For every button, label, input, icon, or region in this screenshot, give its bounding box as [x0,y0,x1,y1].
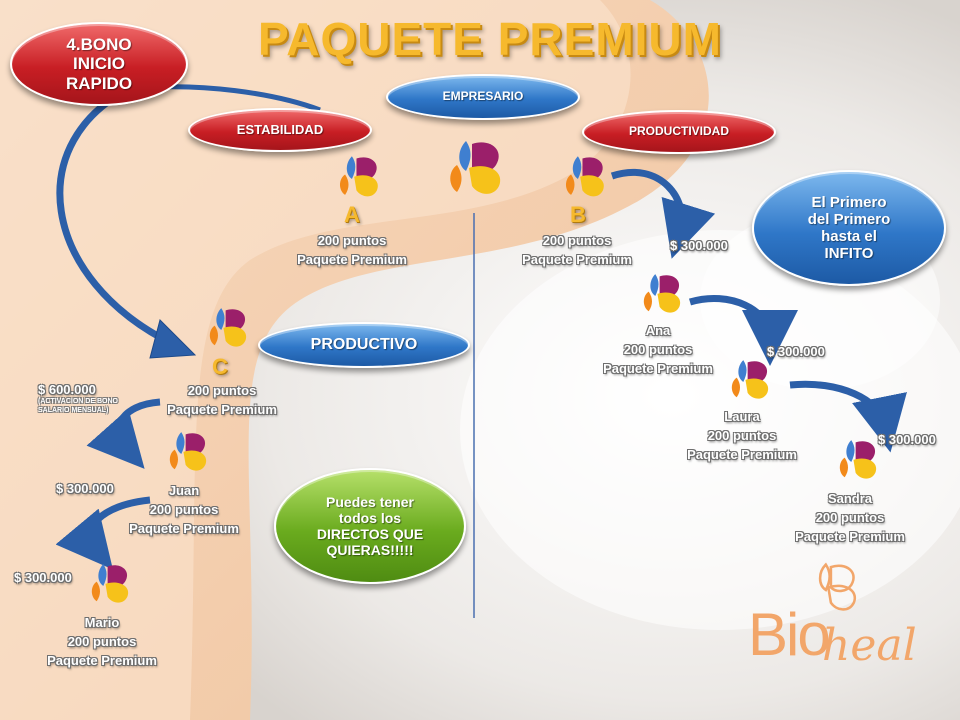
node-sandra-name: Sandra [827,491,873,506]
bono-line-2: INICIO [73,54,125,74]
bioheal-butterfly-icon [818,562,857,611]
node-b-label: 200 puntos Paquete Premium [505,232,649,270]
node-laura-points: 200 puntos [707,427,777,443]
butterfly-logo-icon [643,274,681,313]
amount-c-to-juan: $ 600.000 [38,382,96,397]
butterfly-logo-icon [731,360,769,399]
node-laura-package: Paquete Premium [687,446,797,462]
primero-line-1: El Primero [811,193,887,211]
empresario-pill: EMPRESARIO [386,74,580,120]
node-mario-label: Mario 200 puntos Paquete Premium [30,614,174,671]
node-mario-name: Mario [84,615,120,630]
butterfly-logo-icon [339,156,378,197]
butterfly-logo-icon [209,308,247,347]
node-ana-points: 200 puntos [623,341,693,357]
node-b-package: Paquete Premium [522,251,632,267]
node-ana-package: Paquete Premium [603,360,713,376]
butterfly-logo-icon [839,440,877,479]
empresario-label: EMPRESARIO [442,89,524,104]
directos-line-1: Puedes tener [326,493,414,510]
node-c-points: 200 puntos [187,383,257,398]
node-a-letter: A [344,202,360,227]
directos-line-3: DIRECTOS QUE [316,526,424,542]
primero-line-2: del Primero [807,210,891,228]
directos-line-2: todos los [338,509,402,526]
node-a-package: Paquete Premium [297,251,407,267]
amount-c-note: (ACTIVACION DE BONO SALARIO MENSUAL) [38,398,138,416]
node-juan-package: Paquete Premium [129,520,239,536]
amount-laura-to-sandra: $ 300.000 [878,432,936,447]
node-sandra-package: Paquete Premium [795,528,905,544]
node-ana-name: Ana [645,323,671,338]
node-a-points: 200 puntos [317,233,387,248]
node-laura-label: Laura 200 puntos Paquete Premium [670,408,814,465]
node-ana-label: Ana 200 puntos Paquete Premium [586,322,730,379]
node-c-label: 200 puntos Paquete Premium [150,382,294,420]
node-sandra-label: Sandra 200 puntos Paquete Premium [778,490,922,547]
node-mario-points: 200 puntos [67,633,137,649]
productividad-label: PRODUCTIVIDAD [628,124,729,139]
butterfly-logo-icon [169,432,207,471]
node-a-label: 200 puntos Paquete Premium [280,232,424,270]
node-juan-name: Juan [168,483,200,498]
directos-line-4: QUIERAS!!!!! [326,542,414,559]
amount-b-to-ana: $ 300.000 [670,238,728,253]
estabilidad-label: ESTABILIDAD [236,121,324,137]
note-line-1: (ACTIVACION DE BONO [38,398,118,405]
node-juan-label: Juan 200 puntos Paquete Premium [112,482,256,539]
primero-line-4: INFITO [824,245,874,263]
estabilidad-pill: ESTABILIDAD [188,108,372,152]
logo-heal-text: heal [822,620,917,671]
node-b-letter: B [570,202,586,227]
butterfly-logo-icon [91,564,129,603]
productivo-pill: PRODUCTIVO [258,322,470,368]
node-laura-name: Laura [724,409,760,424]
node-b-points: 200 puntos [542,233,612,248]
node-sandra-points: 200 puntos [815,509,885,525]
node-mario-package: Paquete Premium [47,652,157,668]
butterfly-logo-icon [565,156,604,197]
node-juan-points: 200 puntos [149,501,219,517]
bono-inicio-rapido-pill: 4.BONO INICIO RAPIDO [10,22,188,106]
logo-bio-text: Bio [748,601,831,668]
node-c-package: Paquete Premium [167,401,277,417]
note-line-2: SALARIO MENSUAL) [38,406,109,414]
page-title: PAQUETE PREMIUM [258,13,722,65]
amount-ana-to-laura: $ 300.000 [767,344,825,359]
primero-del-primero-pill: El Primero del Primero hasta el INFITO [752,170,946,286]
productividad-pill: PRODUCTIVIDAD [582,110,776,154]
node-c-letter: C [212,354,228,379]
amount-mario: $ 300.000 [14,570,72,585]
amount-juan-to-mario: $ 300.000 [56,481,114,496]
bono-line-3: RAPIDO [65,73,133,93]
directos-pill: Puedes tener todos los DIRECTOS QUE QUIE… [274,468,466,584]
bono-line-1: 4.BONO [66,34,132,54]
butterfly-logo-icon [450,141,501,194]
primero-line-3: hasta el [821,228,877,245]
productivo-label: PRODUCTIVO [310,335,418,353]
